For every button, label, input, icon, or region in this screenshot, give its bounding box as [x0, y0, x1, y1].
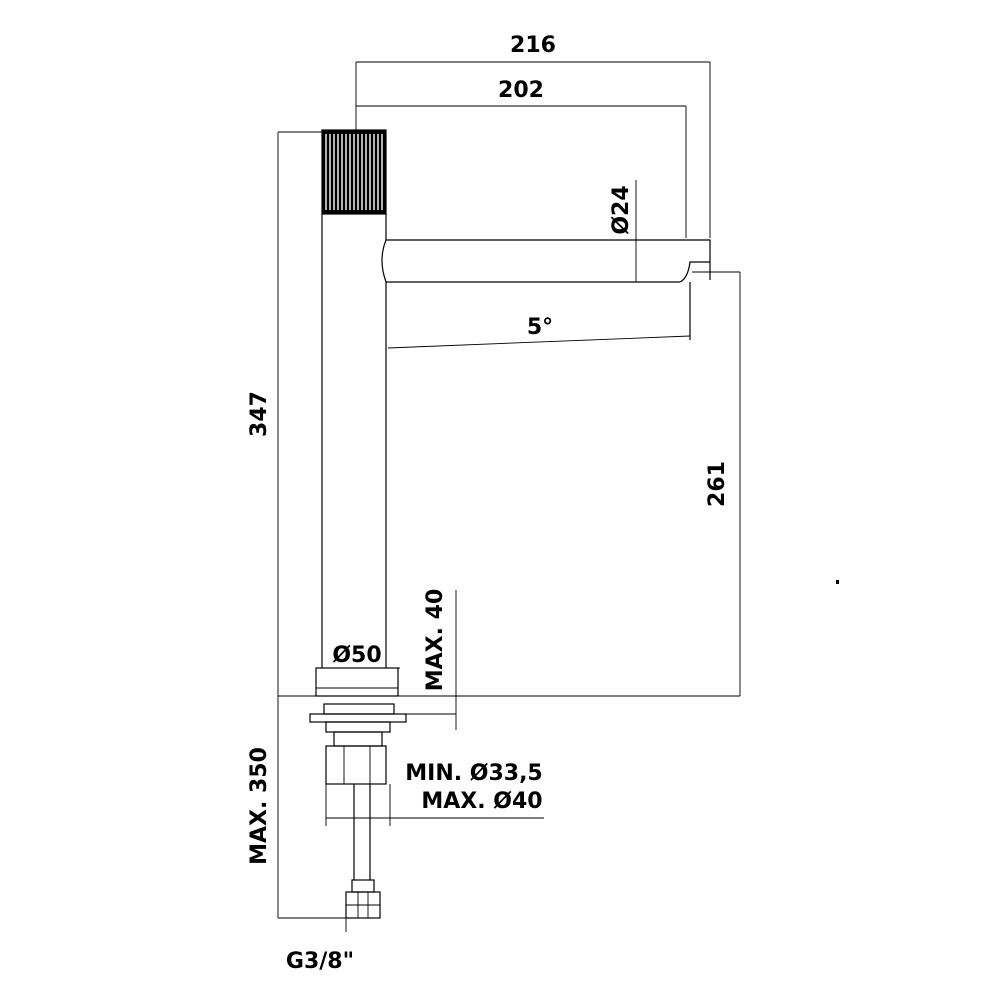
dimension-261-label: 261: [705, 461, 730, 507]
stray-mark: [836, 580, 839, 584]
dimension-max350-label: MAX. 350: [247, 747, 272, 865]
dimension-overall-height: 347: [247, 131, 322, 696]
dimension-angle-label: 5°: [527, 315, 553, 340]
dimension-hole-min-label: MIN. Ø33,5: [405, 761, 543, 786]
dimension-base-diameter: Ø50: [316, 643, 400, 669]
dimension-max-hose: MAX. 350: [247, 696, 346, 919]
dimension-o24-label: Ø24: [609, 185, 634, 234]
base-escutcheon: [278, 667, 740, 697]
dimension-hole-max-label: MAX. Ø40: [421, 789, 542, 814]
dimension-o50-label: Ø50: [332, 643, 381, 668]
dimension-347-label: 347: [247, 391, 272, 437]
dimension-max40-label: MAX. 40: [423, 589, 448, 692]
dimension-202-label: 202: [498, 78, 544, 103]
dimension-hole-diameter: MIN. Ø33,5 MAX. Ø40: [325, 761, 544, 826]
dimension-max-deck: MAX. 40: [400, 589, 457, 730]
connection-label-group: G3/8": [286, 918, 354, 974]
dimension-spout-reach: 202: [356, 78, 687, 238]
dimension-overall-width: 216: [355, 33, 711, 238]
dimension-spout-angle: 5°: [385, 282, 691, 350]
dimension-216-label: 216: [510, 33, 556, 58]
dimension-spout-height: 261: [692, 271, 741, 696]
dimension-spout-diameter: Ø24: [609, 180, 680, 283]
under-deck-fixing: [309, 703, 407, 919]
connection-label: G3/8": [286, 949, 354, 974]
knurled-handle: [321, 129, 387, 215]
